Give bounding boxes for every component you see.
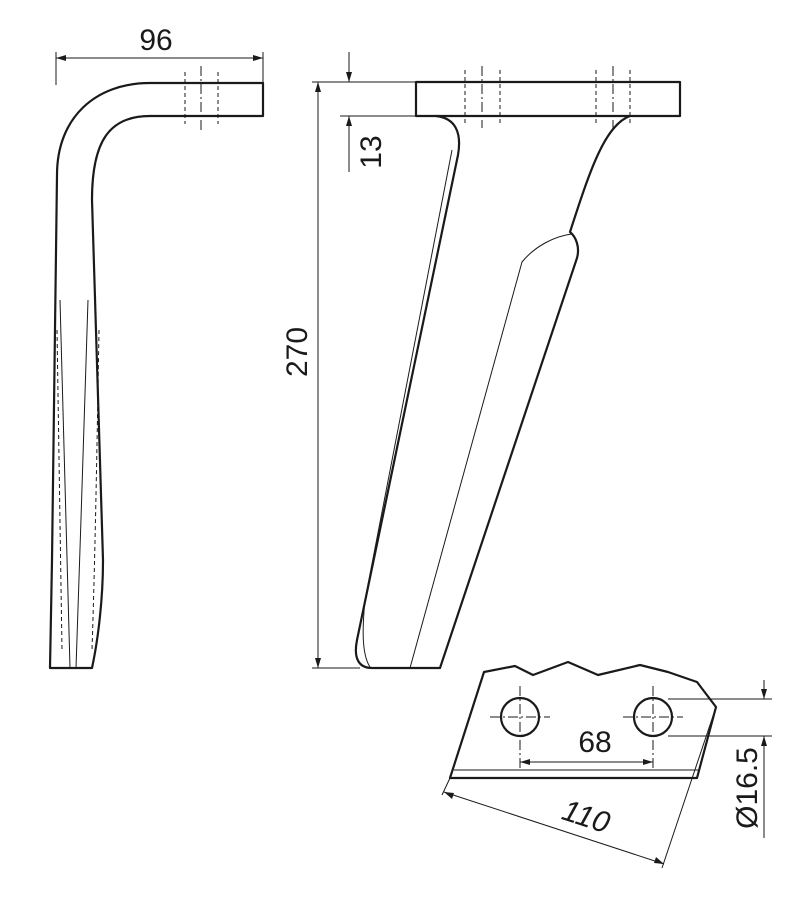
side-view-inner-line-2 [75,299,89,669]
side-view-hidden-edge-2 [91,329,100,651]
dim-96-arrow-right [253,55,263,61]
dim-13-arrow-top [346,72,352,82]
front-view-flange [414,80,682,118]
dim-16-5-arrow-bottom [761,736,767,746]
side-view: 96 [48,24,265,670]
dim-13-label: 13 [355,135,388,168]
dim-270-label: 270 [281,327,314,377]
front-view: 270 13 [281,52,682,670]
dim-68-arrow-left [520,759,530,765]
side-view-outline [48,81,265,670]
dim-13-arrow-bottom [346,116,352,126]
dim-110-arrow-left [444,792,454,799]
dim-270-arrow-bottom [315,658,321,668]
dim-68-label: 68 [578,726,611,759]
dim-68-arrow-right [643,759,653,765]
side-view-inner-line [59,299,71,669]
dim-110-extension-left [441,777,451,796]
plate-view: 68 110 Ø16.5 [441,660,772,869]
dim-110-arrow-right [654,857,664,864]
side-view-hidden-edge [56,329,63,651]
front-view-edge-line [362,149,453,668]
dim-110-label: 110 [558,794,614,840]
plate-view-outline [448,660,718,780]
dim-270-arrow-top [315,82,321,92]
front-view-blade-outline [354,114,632,670]
dim-16-5-label: Ø16.5 [731,747,764,829]
dim-96-label: 96 [139,24,172,57]
dim-110-extension-right [661,706,717,869]
dim-110-line [443,791,665,865]
dim-96-arrow-left [56,55,66,61]
dim-16-5-arrow-top [761,689,767,699]
front-view-inner-face [409,233,573,669]
